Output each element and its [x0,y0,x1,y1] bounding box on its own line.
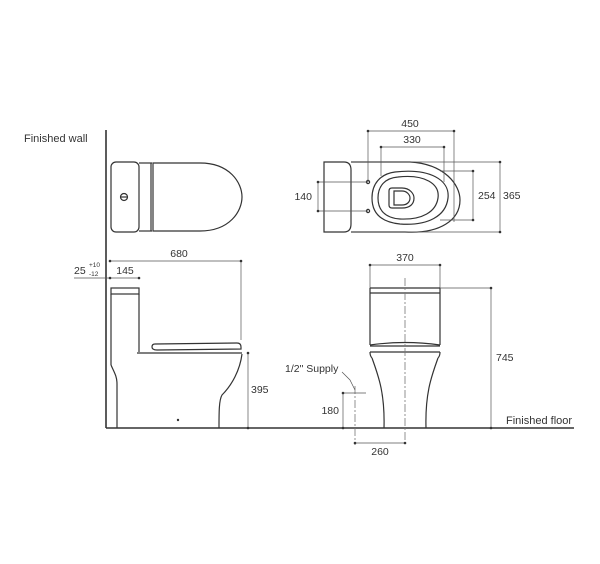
dim-254: 254 [478,190,496,202]
body-front-profile [218,353,243,429]
dim-330: 330 [403,134,421,146]
top-view-left [110,161,243,233]
side-view-left: 25 +10 -12 680 145 395 [74,248,269,430]
finished-floor-label: Finished floor [506,415,572,427]
seat-outer [351,161,461,233]
bowl-rim [371,170,449,225]
dim-180: 180 [321,405,339,417]
front-view-right: 370 745 1/2" Supply 180 [285,252,514,458]
dim-140: 140 [294,191,312,203]
body-back-profile [110,364,118,428]
dim-25: 25 [74,265,86,277]
tank-plan [110,161,140,233]
dim-370: 370 [396,252,414,264]
dim-25-tol-plus: +10 [89,262,100,269]
supply-label: 1/2" Supply [285,363,339,375]
dim-260: 260 [371,446,389,458]
tank-plan-right [323,161,352,233]
pedestal-left [371,357,385,429]
dim-745: 745 [496,352,514,364]
dim-395: 395 [251,384,269,396]
bowl-inner [377,175,439,220]
dim-145: 145 [116,265,134,277]
supply-leader [341,371,356,391]
dim-450: 450 [401,118,419,130]
pedestal-right [425,357,439,429]
seat-side [151,342,242,351]
top-view-right: 450 330 140 254 365 [294,118,521,234]
finished-wall-label: Finished wall [24,133,88,145]
drain-outline [388,187,415,209]
tank-lid-side [110,287,140,295]
flush-button-icon [119,192,129,202]
seat-lid-plan [152,162,243,232]
dim-680: 680 [170,248,188,260]
dim-365: 365 [503,190,521,202]
dim-25-tol-minus: -12 [89,271,99,278]
